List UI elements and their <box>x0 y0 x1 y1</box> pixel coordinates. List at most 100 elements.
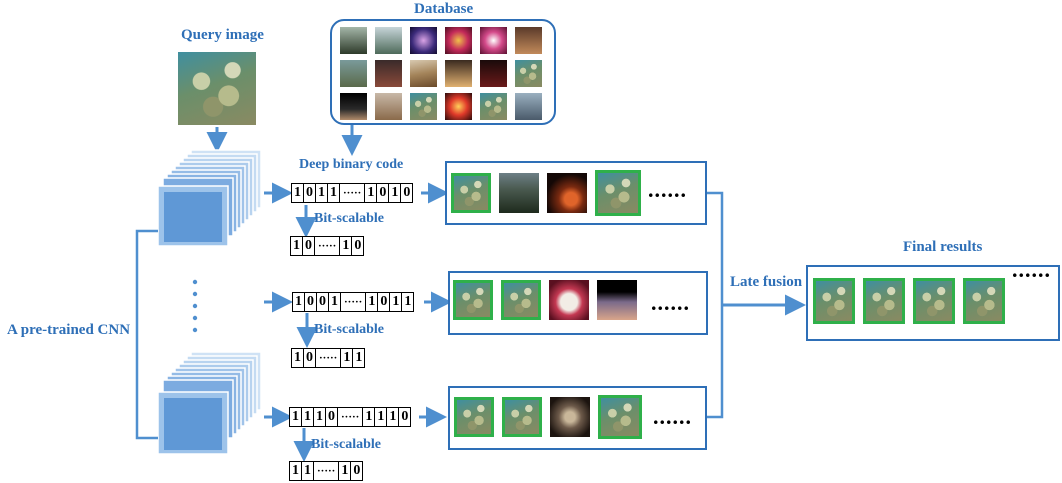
database-label: Database <box>414 1 474 17</box>
result-thumbnail-match <box>453 280 493 320</box>
final-result-thumbnail <box>963 278 1005 324</box>
bit: 1 <box>302 408 314 426</box>
cnn-feature-stack-bottom <box>157 351 262 455</box>
database-image <box>445 27 472 54</box>
bit-scalable-label-1: Bit-scalable <box>314 211 384 226</box>
result-thumbnail-match <box>451 173 491 213</box>
bit: 0 <box>304 349 316 367</box>
more-results-ellipsis: ...... <box>648 177 687 202</box>
database-image <box>480 93 507 120</box>
bit: 1 <box>375 408 388 426</box>
binary-code-3: 1 1 1 0 ····· 1 1 1 0 <box>289 407 412 427</box>
bit-ellipsis: ····· <box>341 293 367 311</box>
bit: 1 <box>366 293 379 311</box>
bit: 1 <box>316 184 328 202</box>
bit: 1 <box>404 294 412 309</box>
binary-code-2: 1 0 0 1 ····· 1 0 1 1 <box>292 292 415 312</box>
database-image <box>375 27 402 54</box>
bit: 0 <box>305 293 317 311</box>
bit: 1 <box>363 408 376 426</box>
bit: 1 <box>365 184 378 202</box>
more-results-ellipsis: ...... <box>651 290 690 315</box>
final-result-thumbnail <box>913 278 955 324</box>
bit: 1 <box>293 293 305 311</box>
bit-ellipsis: ····· <box>315 237 341 255</box>
short-code-2: 1 0 ····· 1 1 <box>291 348 366 368</box>
more-final-results-ellipsis: ...... <box>1012 257 1051 282</box>
database-image <box>340 93 367 120</box>
bit: 1 <box>292 349 304 367</box>
database-image <box>515 93 542 120</box>
results-thumbnails-2 <box>453 280 637 320</box>
result-thumbnail <box>549 280 589 320</box>
query-image-thumbnail <box>178 52 256 125</box>
final-result-thumbnail <box>813 278 855 324</box>
database-image <box>445 93 472 120</box>
more-results-ellipsis: ...... <box>653 404 692 429</box>
final-result-thumbnail <box>863 278 905 324</box>
bit-ellipsis: ····· <box>338 408 364 426</box>
bit: 0 <box>377 184 390 202</box>
bit-ellipsis: ····· <box>314 462 340 480</box>
database-image <box>445 60 472 87</box>
bit: 1 <box>339 462 352 480</box>
database-image <box>480 27 507 54</box>
late-fusion-bracket <box>707 191 724 419</box>
result-thumbnail <box>499 173 539 213</box>
bit-scalable-label-2: Bit-scalable <box>314 322 384 337</box>
bit: 1 <box>328 184 340 202</box>
bit: 1 <box>314 408 326 426</box>
bit: 0 <box>304 184 316 202</box>
result-thumbnail <box>547 173 587 213</box>
bit: 1 <box>341 349 354 367</box>
database-image <box>340 27 367 54</box>
bit: 1 <box>390 293 403 311</box>
bit: 0 <box>303 237 315 255</box>
bit: 0 <box>353 463 361 478</box>
short-code-1: 1 0 ····· 1 0 <box>290 236 365 256</box>
bit: 0 <box>401 409 409 424</box>
result-thumbnail <box>597 280 637 320</box>
bit: 1 <box>329 293 341 311</box>
bit: 1 <box>355 350 363 365</box>
bit: 1 <box>302 462 314 480</box>
bit-ellipsis: ····· <box>316 349 342 367</box>
result-thumbnail-match <box>595 170 641 216</box>
result-thumbnail-match <box>501 280 541 320</box>
database-image <box>340 60 367 87</box>
cnn-bracket <box>135 229 158 440</box>
result-thumbnail-match <box>502 397 542 437</box>
bit: 1 <box>340 237 353 255</box>
result-thumbnail-match <box>598 395 642 439</box>
database-image <box>515 60 542 87</box>
results-thumbnails-1 <box>451 170 641 216</box>
bit: 0 <box>317 293 329 311</box>
bit: 1 <box>290 408 302 426</box>
bit-scalable-label-3: Bit-scalable <box>311 437 381 452</box>
cnn-feature-stack-top <box>157 149 262 247</box>
bit: 0 <box>326 408 338 426</box>
results-thumbnails-3 <box>454 395 642 439</box>
short-code-3: 1 1 ····· 1 0 <box>289 461 364 481</box>
binary-code-1: 1 0 1 1 ····· 1 0 1 0 <box>291 183 414 203</box>
query-image-label: Query image <box>181 27 264 43</box>
database-image-grid <box>340 27 542 120</box>
pretrained-cnn-label: A pre-trained CNN <box>7 322 131 338</box>
final-results-label: Final results <box>903 239 983 255</box>
final-results-thumbnails <box>813 278 1005 324</box>
database-image <box>410 93 437 120</box>
result-thumbnail-match <box>454 397 494 437</box>
database-image <box>375 60 402 87</box>
database-image <box>515 27 542 54</box>
bit: 0 <box>378 293 391 311</box>
database-image <box>410 27 437 54</box>
database-image <box>410 60 437 87</box>
bit: 1 <box>291 237 303 255</box>
bit: 0 <box>403 185 411 200</box>
result-thumbnail <box>550 397 590 437</box>
database-image <box>375 93 402 120</box>
bit-ellipsis: ····· <box>340 184 366 202</box>
bit: 1 <box>387 408 400 426</box>
